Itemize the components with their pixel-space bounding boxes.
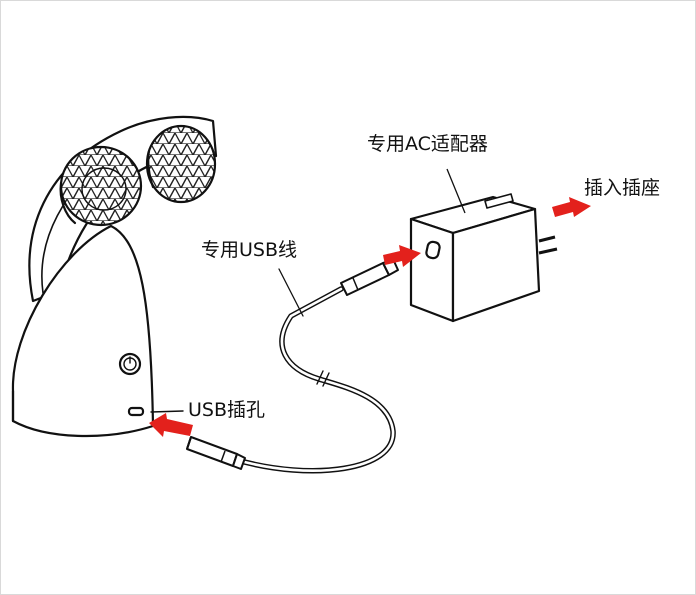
usb-port-pointer — [150, 410, 184, 413]
arrow-to-adapter — [383, 245, 421, 267]
device — [11, 115, 218, 438]
usb-cable — [234, 268, 396, 474]
usb-cable-label: 专用USB线 — [201, 239, 298, 261]
ac-adapter-label: 专用AC适配器 — [367, 133, 488, 155]
arrow-to-outlet — [552, 197, 591, 217]
usb-port-label: USB插孔 — [188, 399, 266, 421]
device-head-back — [145, 124, 217, 204]
power-button[interactable] — [118, 352, 142, 376]
wall-outlet-label: 插入插座 — [584, 177, 661, 199]
arrow-to-usb-port — [149, 413, 193, 437]
ac-adapter — [409, 168, 558, 323]
connection-arrows — [149, 197, 591, 437]
adapter-usb-port[interactable] — [425, 240, 441, 260]
usb-plug-lower — [186, 436, 246, 470]
device-base — [11, 224, 155, 438]
device-head-front — [59, 145, 143, 227]
usb-port[interactable] — [127, 406, 145, 417]
usb-plug-upper — [340, 258, 399, 296]
